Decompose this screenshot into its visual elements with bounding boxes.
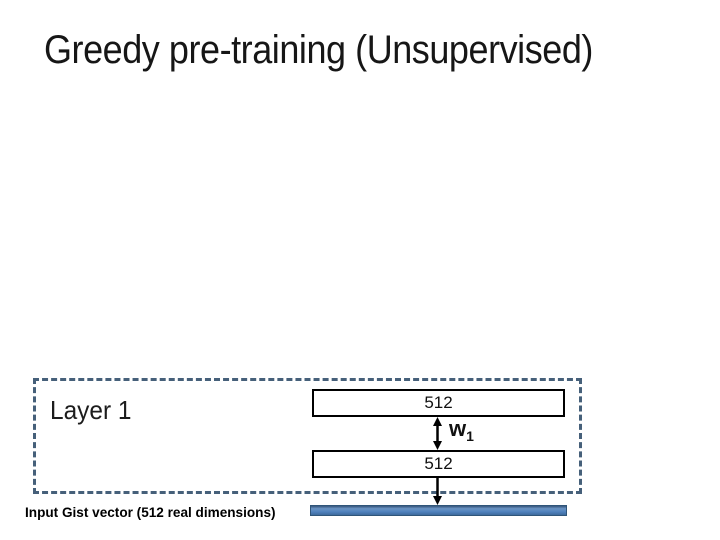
input-vector-caption: Input Gist vector (512 real dimensions)	[25, 504, 276, 520]
slide-title: Greedy pre-training (Unsupervised)	[44, 28, 593, 72]
weight-w1-label: w1	[449, 416, 474, 444]
layer1-label: Layer 1	[50, 395, 132, 425]
weight-w1-subscript: 1	[466, 428, 474, 444]
layer1-input-units-box: 512	[312, 450, 565, 478]
input-gist-vector-bar	[310, 505, 567, 516]
layer1-dashed-group-box	[33, 378, 582, 494]
layer1-output-units-box: 512	[312, 389, 565, 417]
layer1-input-units-value: 512	[424, 454, 453, 473]
weight-w1-base: w	[449, 416, 467, 441]
layer1-output-units-value: 512	[424, 393, 453, 412]
